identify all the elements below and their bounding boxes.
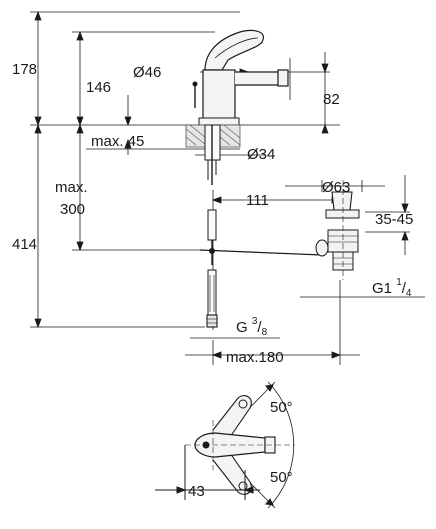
waste-thread-den: 4 — [405, 288, 412, 299]
dim-max-offset: max.180 — [226, 349, 284, 366]
dim-supply-thread: G 3/8 — [236, 316, 268, 338]
supply-thread-den: 8 — [261, 327, 268, 338]
dim-max-depth-value: 300 — [60, 201, 86, 218]
dim-spout-reach: 82 — [323, 91, 340, 108]
faucet-plan-view — [155, 381, 295, 509]
dim-waste-range: 35-45 — [375, 211, 414, 228]
deck-section — [185, 124, 241, 185]
dim-rotation-top: 50° — [270, 399, 293, 416]
waste-thread-num: 1 — [396, 277, 402, 288]
waste-assembly — [315, 180, 360, 280]
dim-rotation-bottom: 50° — [270, 469, 293, 486]
dim-total-height: 414 — [12, 236, 38, 253]
dim-max-depth-label: max. — [55, 179, 88, 196]
dim-handle-offset: 43 — [188, 483, 205, 500]
dim-body-diameter: Ø46 — [133, 64, 162, 81]
dim-max-deck: max. 45 — [91, 133, 145, 150]
supply-thread-main: G — [236, 319, 248, 336]
dim-hole-diameter: Ø34 — [247, 146, 276, 163]
dim-waste-diameter: Ø63 — [322, 179, 351, 196]
dim-waste-distance: 111 — [246, 192, 269, 209]
dim-overall-height: 178 — [12, 61, 38, 78]
dim-spout-height: 146 — [86, 79, 112, 96]
supply-thread-num: 3 — [251, 316, 258, 327]
waste-thread-main: G1 — [372, 280, 393, 297]
dim-waste-thread: G1 1/4 — [372, 277, 412, 299]
supply-hoses — [199, 209, 323, 328]
dimension-lines — [30, 10, 425, 365]
faucet-side-view — [192, 29, 289, 126]
